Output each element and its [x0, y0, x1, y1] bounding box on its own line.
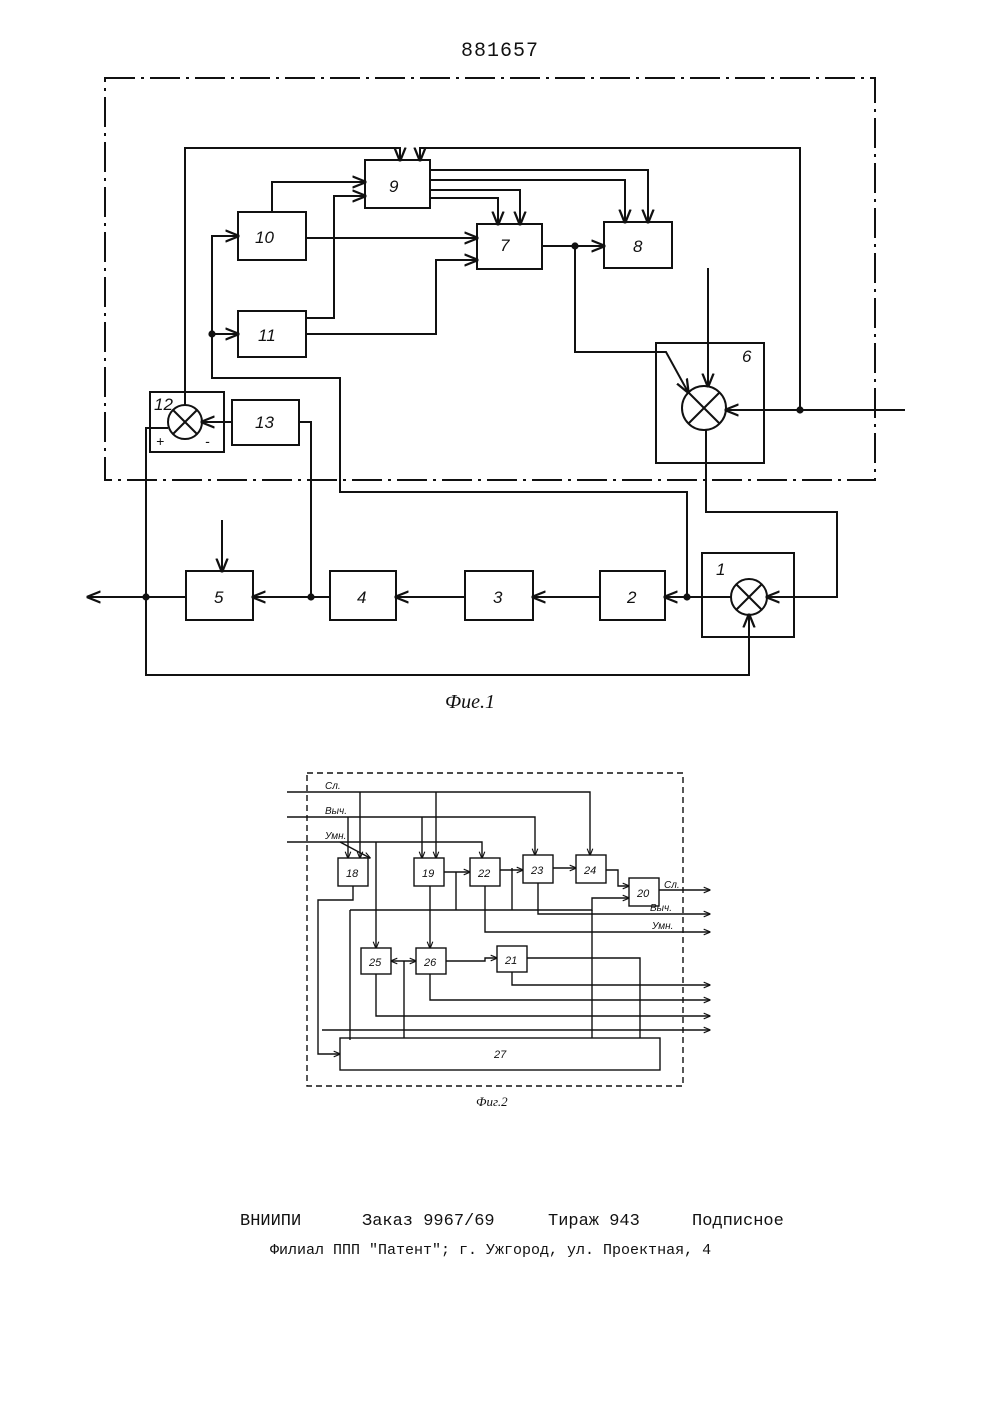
wire-9-to-7b [430, 190, 520, 224]
wire-9-to-8a [430, 180, 625, 222]
wire-input-top [420, 148, 800, 410]
wire-9-to-7a [430, 198, 498, 224]
wire-to-10 [212, 236, 238, 334]
out-umn [485, 886, 710, 932]
label-10: 10 [255, 228, 274, 247]
label-23: 23 [530, 865, 544, 877]
footer-order: Заказ 9967/69 [362, 1212, 495, 1231]
figure-2-labels: Сл. Выч. Умн. Сл. Выч. Умн. 18 19 20 21 … [324, 781, 680, 1109]
wire-feedback-5-to-1 [146, 597, 749, 675]
dashdot-frame [105, 78, 875, 480]
footer-edition: Тираж 943 [548, 1212, 640, 1231]
label-21: 21 [504, 955, 517, 967]
wire-11-to-7 [306, 260, 477, 334]
dashed-frame [307, 773, 683, 1086]
label-12: 12 [154, 395, 173, 414]
label-18: 18 [346, 868, 359, 880]
out-label-vych: Выч. [650, 903, 672, 914]
wire-12-up [185, 148, 400, 405]
figure-2-caption: Фиг.2 [476, 1094, 508, 1109]
label-3: 3 [493, 588, 503, 607]
label-4: 4 [357, 588, 366, 607]
wire-5-to-12 [146, 428, 168, 597]
figure-1 [88, 78, 905, 675]
wire-4-to-13 [299, 422, 311, 597]
in-sl [287, 792, 590, 855]
label-1: 1 [716, 560, 725, 579]
in-label-vych: Выч. [325, 806, 347, 817]
wire-9-to-8b [430, 170, 648, 222]
wire-2in-to-11 [212, 334, 687, 597]
figure-2 [287, 773, 710, 1086]
label-9: 9 [389, 177, 399, 196]
label-13: 13 [255, 413, 274, 432]
label-7: 7 [500, 236, 510, 255]
footer-branch: Филиал ППП "Патент"; г. Ужгород, ул. Про… [270, 1242, 711, 1259]
in-label-umn: Умн. [324, 831, 346, 842]
in-umn [287, 842, 482, 858]
label-24: 24 [583, 865, 596, 877]
label-8: 8 [633, 237, 643, 256]
label-2: 2 [626, 588, 637, 607]
block-7 [477, 224, 542, 269]
out-label-sl: Сл. [664, 880, 680, 891]
label-25: 25 [368, 957, 382, 969]
label-22: 22 [477, 868, 490, 880]
label-5: 5 [214, 588, 224, 607]
footer-subscription: Подписное [692, 1212, 784, 1231]
out-label-umn: Умн. [651, 921, 673, 932]
label-26: 26 [423, 957, 437, 969]
figure-1-caption: Фие.1 [445, 691, 495, 713]
label-20: 20 [636, 888, 650, 900]
in-label-sl: Сл. [325, 781, 341, 792]
label-6: 6 [742, 347, 752, 366]
wire-11-to-9 [306, 196, 365, 318]
label-19: 19 [422, 868, 434, 880]
sign-plus: + [156, 433, 164, 449]
sign-minus: - [205, 433, 210, 449]
wire-6-to-1 [706, 430, 837, 597]
label-11: 11 [258, 326, 276, 345]
footer-org: ВНИИПИ [240, 1212, 301, 1231]
label-27: 27 [493, 1049, 507, 1061]
